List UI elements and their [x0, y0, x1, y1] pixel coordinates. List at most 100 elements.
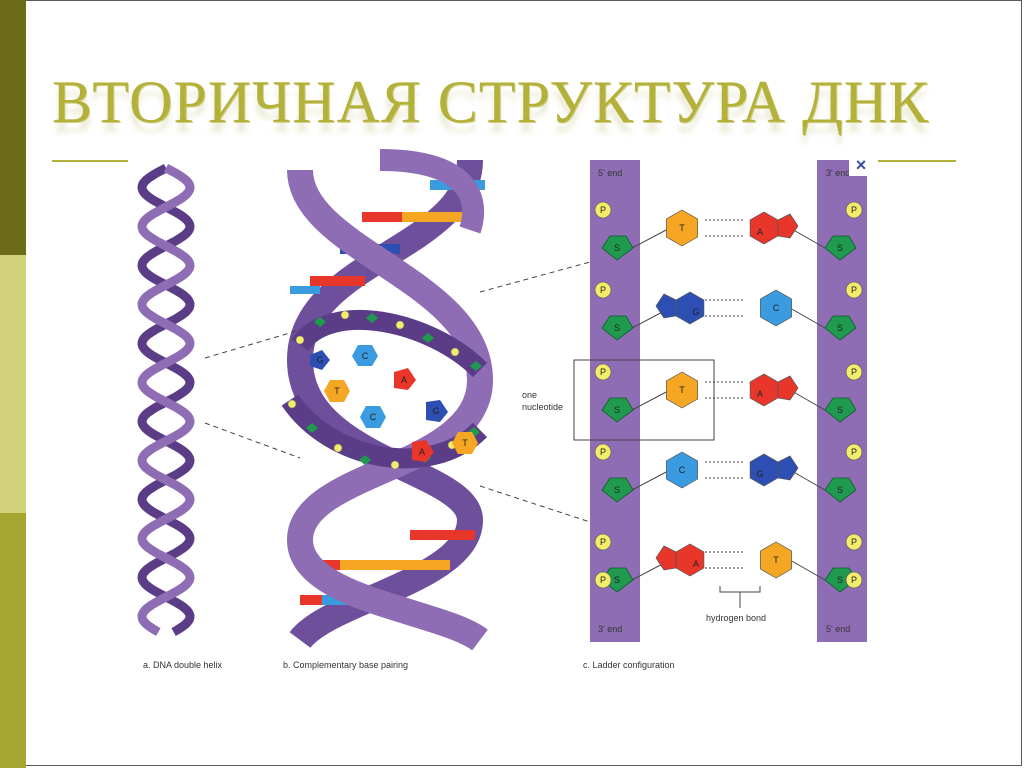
phosphate-node [594, 363, 612, 381]
ladder-configuration: 5' end 3' end 3' end 5' end PSPSPSPSPSPS… [522, 160, 867, 642]
pairing-base-a2: A [419, 447, 425, 457]
sugar-label: S [614, 575, 620, 585]
sugar-label: S [614, 323, 620, 333]
phosphate-node [594, 201, 612, 219]
sugar-label: S [614, 243, 620, 253]
label-5-end-top: 5' end [598, 168, 622, 178]
pairing-base-t: T [334, 386, 340, 396]
pairing-base-c2: C [370, 412, 377, 422]
caption-ladder-configuration: c. Ladder configuration [583, 660, 675, 670]
pairing-base-g2: G [432, 406, 439, 416]
phosphate-label: P [851, 575, 857, 585]
phosphate-label: P [851, 367, 857, 377]
close-icon[interactable]: × [849, 154, 873, 176]
title-rule-right [878, 160, 956, 162]
ladder-base-left: A [693, 559, 699, 569]
sugar-node [601, 567, 634, 593]
phosphate-label: P [600, 537, 606, 547]
label-nucleotide: nucleotide [522, 402, 563, 412]
phosphate-node [594, 571, 612, 589]
phosphate-node [845, 533, 863, 551]
dna-double-helix [137, 164, 195, 636]
sugar-label: S [837, 323, 843, 333]
ladder-base-left: C [679, 465, 686, 475]
phosphate-label: P [851, 285, 857, 295]
hydrogen-bond-bracket [719, 586, 761, 593]
ladder-base-right: A [757, 389, 763, 399]
sugar-node [824, 235, 857, 261]
phosphate-label: P [600, 367, 606, 377]
pairing-base-t2: T [462, 438, 468, 448]
phosphate-label: P [851, 205, 857, 215]
sugar-label: S [837, 485, 843, 495]
ladder-base-left: G [692, 307, 699, 317]
phosphate-label: P [600, 575, 606, 585]
phosphate-node [845, 363, 863, 381]
phosphate-label: P [851, 537, 857, 547]
label-5-end-bottom: 5' end [826, 624, 850, 634]
ladder-base-left: T [679, 223, 685, 233]
pairing-bases: G C T A C G A T [310, 345, 478, 462]
sugar-label: S [614, 485, 620, 495]
phosphate-dot [390, 460, 400, 470]
ladder-base-right: C [773, 303, 780, 313]
sugar-node [601, 397, 634, 423]
phosphate-dot [295, 335, 305, 345]
slide-title: ВТОРИЧНАЯ СТРУКТУРА ДНК [52, 69, 930, 135]
sugar-label: S [614, 405, 620, 415]
base-shape-ring [777, 375, 799, 401]
phosphate-dot [340, 310, 350, 320]
base-shape [675, 291, 705, 325]
label-hydrogen-bond: hydrogen bond [706, 613, 766, 623]
phosphate-node [845, 281, 863, 299]
phosphate-dot [395, 320, 405, 330]
phosphate-label: P [851, 447, 857, 457]
base-shape [749, 373, 779, 407]
base-shape-ring [655, 293, 677, 319]
base-shape [760, 541, 792, 579]
pairing-base-c: C [362, 351, 369, 361]
phosphate-label: P [600, 205, 606, 215]
pairing-base-a: A [401, 375, 407, 385]
base-shape [675, 543, 705, 577]
phosphate-label: P [600, 285, 606, 295]
phosphate-node [845, 201, 863, 219]
ladder-base-left: T [679, 385, 685, 395]
sugar-node [601, 315, 634, 341]
sugar-label: S [837, 243, 843, 253]
sugar-dot [470, 361, 482, 371]
title-rule-left [52, 160, 128, 162]
pairing-base-g: G [316, 355, 323, 365]
sugar-dot [314, 317, 326, 327]
base-shape [666, 451, 698, 489]
sugar-node [601, 235, 634, 261]
phosphate-node [845, 571, 863, 589]
phosphate-dot [333, 443, 343, 453]
phosphate-node [845, 443, 863, 461]
caption-dna-double-helix: a. DNA double helix [143, 660, 223, 670]
phosphate-label: P [600, 447, 606, 457]
one-nucleotide-box [573, 359, 715, 441]
base-shape [749, 453, 779, 487]
side-bar-dark [0, 0, 26, 255]
base-shape-ring [655, 545, 677, 571]
side-bar-mid [0, 513, 26, 768]
phosphate-node [594, 443, 612, 461]
ladder-base-right: T [773, 555, 779, 565]
label-3-end-top: 3' end [826, 168, 850, 178]
base-shape-ring [777, 213, 799, 239]
ladder-base-right: A [757, 227, 763, 237]
helix-a-strand [137, 164, 195, 636]
sugar-dot [422, 333, 434, 343]
sugar-node [824, 397, 857, 423]
sugar-label: S [837, 575, 843, 585]
base-shape [666, 371, 698, 409]
complementary-base-pairing: G C T A C G A T [281, 149, 494, 651]
base-shape [760, 289, 792, 327]
base-shape [749, 211, 779, 245]
sugar-dot [306, 423, 318, 433]
sugar-label: S [837, 405, 843, 415]
side-bar-light [0, 255, 26, 513]
sugar-dot [359, 455, 371, 465]
